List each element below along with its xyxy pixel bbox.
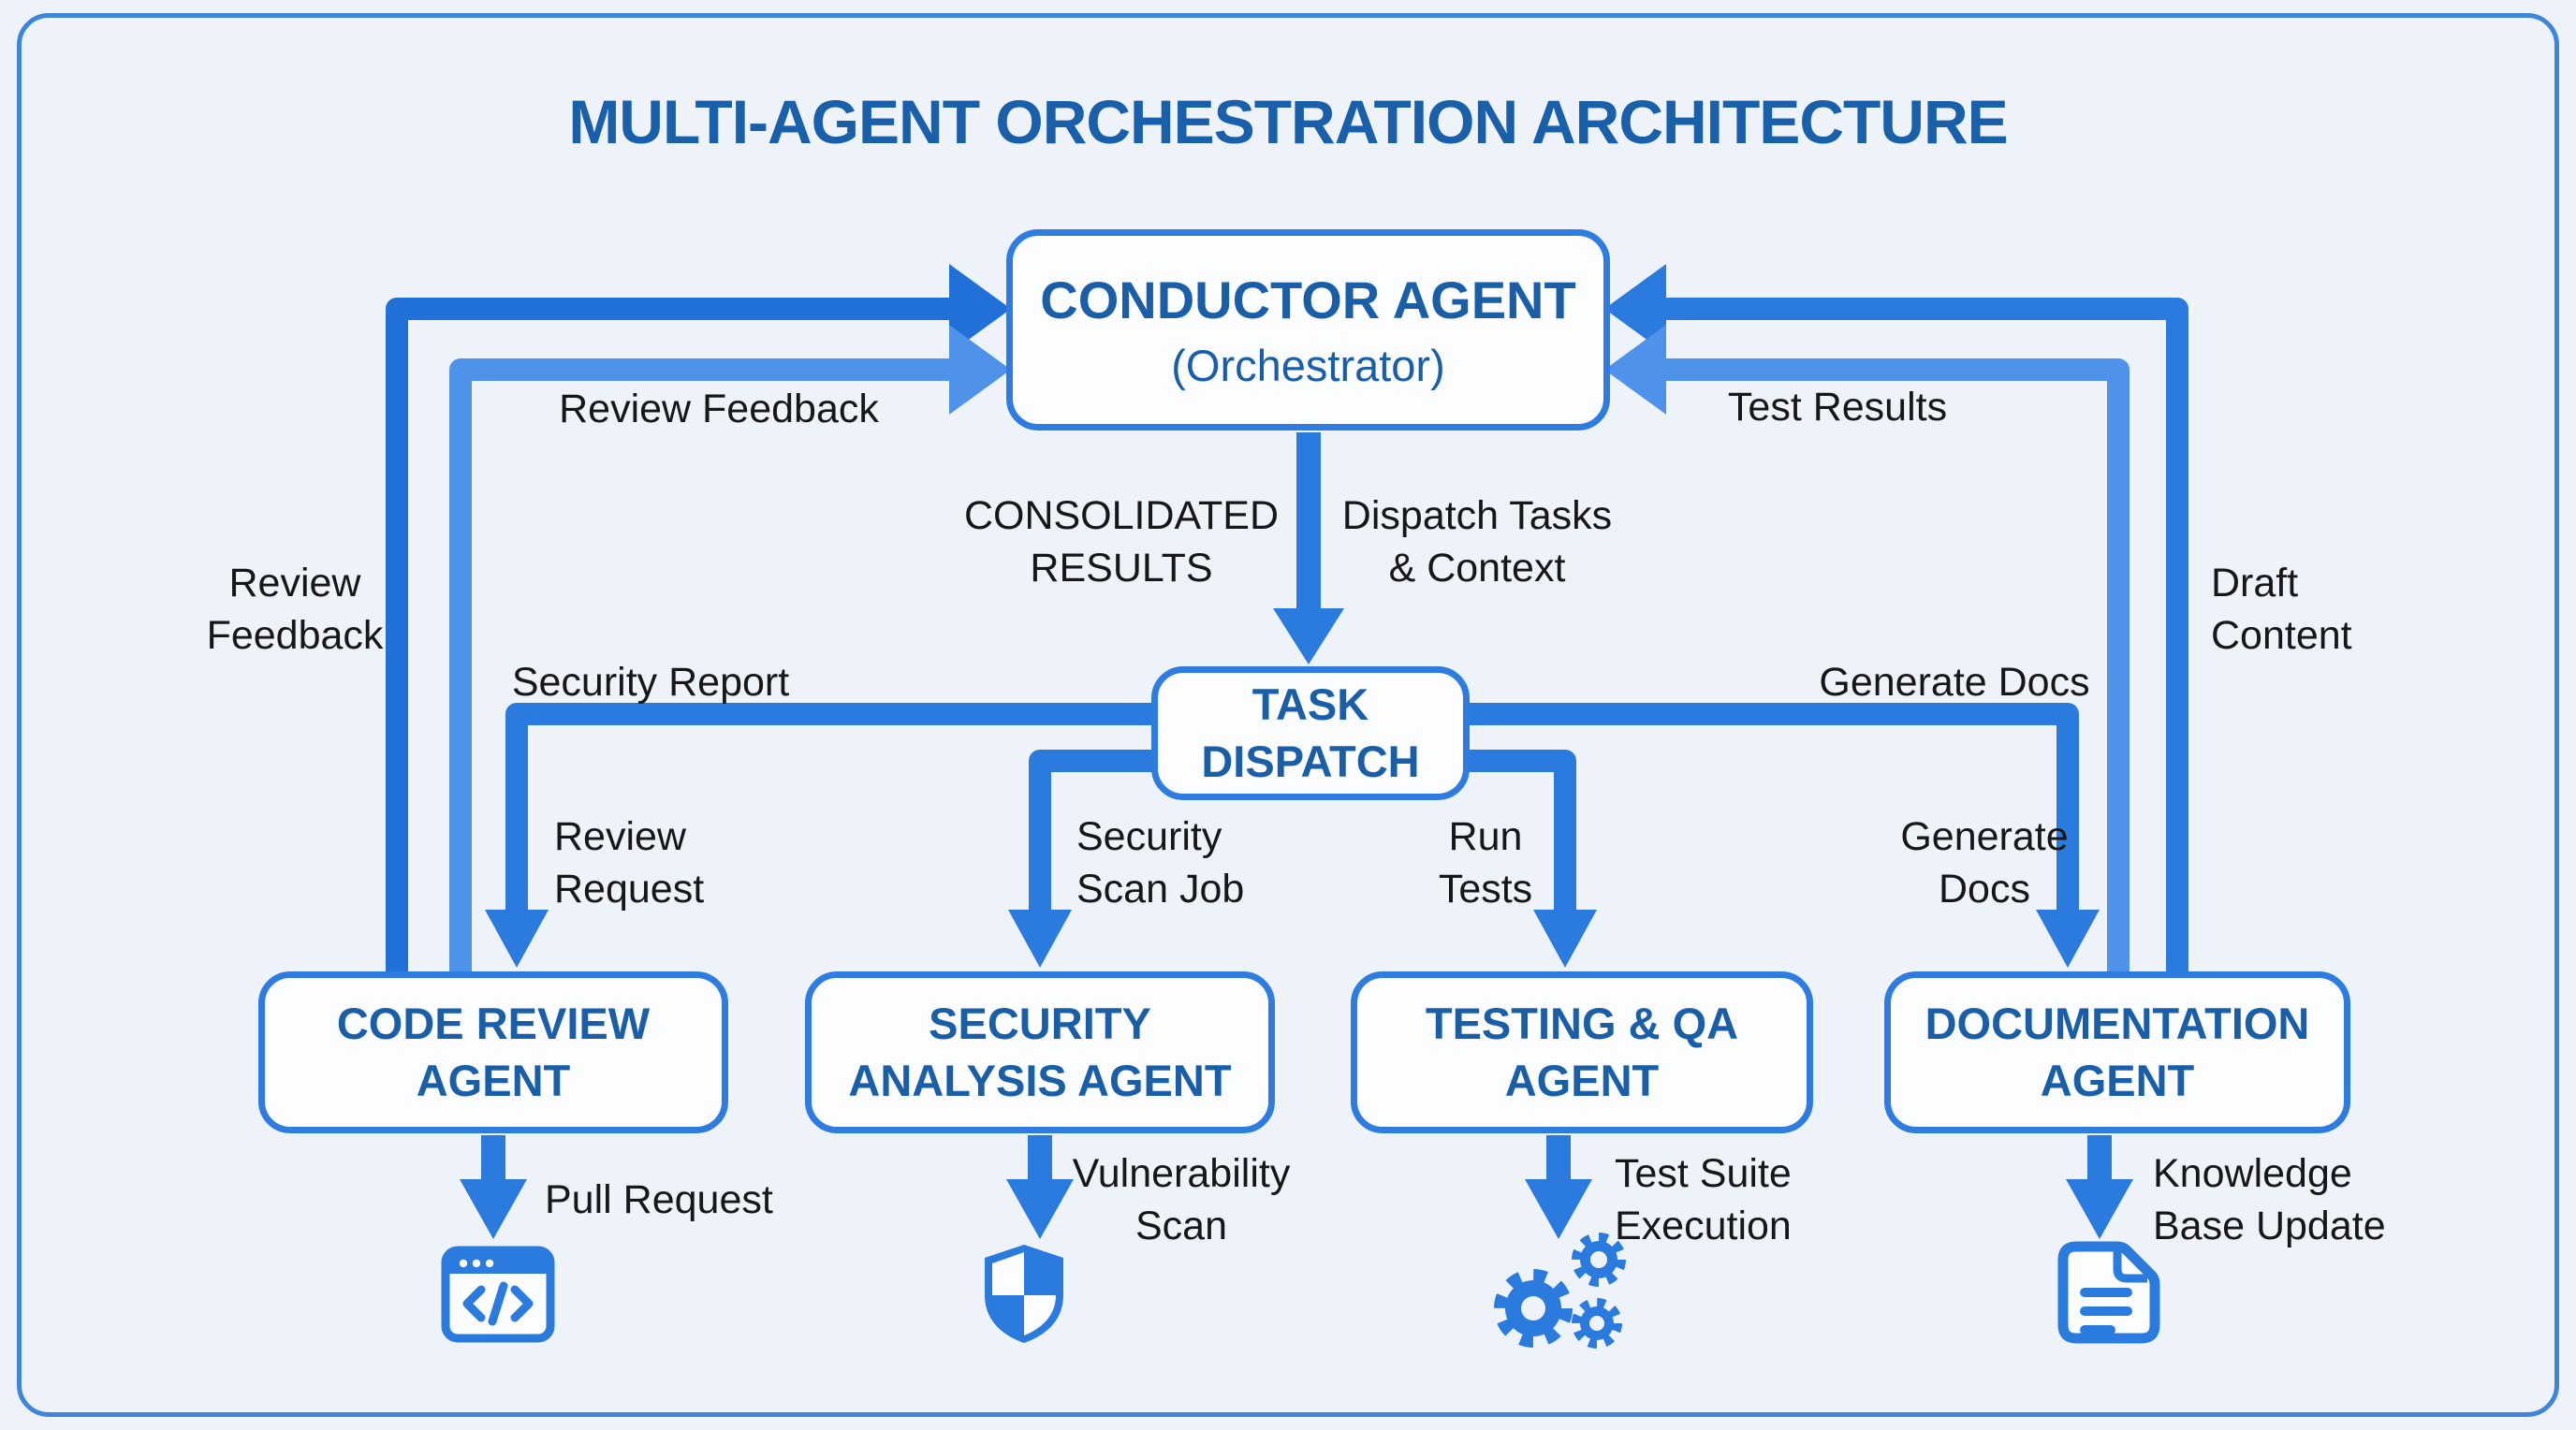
edge-generate-docs	[1468, 703, 2079, 912]
node-code-review-agent: CODE REVIEW AGENT	[258, 971, 728, 1133]
label-draft-content: Draft Content	[2211, 561, 2352, 658]
arrowhead-test-suite-execution	[1525, 1179, 1592, 1239]
conductor-agent-title: CONDUCTOR AGENT	[1040, 270, 1576, 330]
label-test-results: Test Results	[1727, 385, 1948, 430]
arrowhead-review-feedback-outer	[949, 264, 1011, 354]
shield-icon	[985, 1245, 1063, 1343]
arrowhead-vulnerability-scan	[1006, 1179, 1074, 1239]
edge-security-scan-job	[1029, 750, 1153, 912]
label-consolidated-results: CONSOLIDATED RESULTS	[963, 493, 1280, 591]
label-pull-request: Pull Request	[545, 1177, 773, 1223]
label-dispatch-tasks: Dispatch Tasks & Context	[1341, 493, 1613, 591]
documentation-agent-title: DOCUMENTATION AGENT	[1925, 999, 2310, 1105]
label-review-request: Review Request	[554, 814, 705, 912]
diagram-title: MULTI-AGENT ORCHESTRATION ARCHITECTURE	[568, 87, 2008, 156]
arrowhead-review-feedback-inner	[949, 325, 1011, 415]
testing-qa-agent-title: TESTING & QA AGENT	[1425, 999, 1739, 1105]
arrowhead-run-tests	[1533, 910, 1597, 968]
label-security-scan-job: Security Scan Job	[1076, 814, 1245, 912]
arrowhead-security-scan-job	[1008, 910, 1072, 968]
edge-review-request	[505, 703, 1153, 912]
code-window-icon	[441, 1246, 555, 1343]
label-review-feedback-side: Review Feedback	[206, 561, 384, 658]
arrowhead-pull-request	[460, 1179, 527, 1239]
document-icon	[2057, 1241, 2160, 1344]
conductor-agent-subtitle: (Orchestrator)	[1171, 340, 1445, 390]
node-testing-qa-agent: TESTING & QA AGENT	[1351, 971, 1813, 1133]
arrowhead-generate-docs	[2036, 910, 2100, 968]
task-dispatch-title: TASK DISPATCH	[1201, 679, 1420, 786]
label-test-suite-execution: Test Suite Execution	[1615, 1151, 1792, 1248]
arrowhead-test-results	[1604, 325, 1666, 415]
edge-run-tests	[1468, 750, 1576, 912]
edge-draft-content	[1664, 298, 2188, 973]
label-generate-docs-top: Generate Docs	[1819, 660, 2090, 706]
arrowhead-knowledge-base-update	[2066, 1179, 2133, 1239]
label-vulnerability-scan: Vulnerability Scan	[1072, 1151, 1291, 1248]
label-security-report: Security Report	[511, 660, 790, 706]
security-analysis-agent-title: SECURITY ANALYSIS AGENT	[848, 999, 1232, 1105]
code-review-agent-title: CODE REVIEW AGENT	[336, 999, 651, 1105]
node-security-analysis-agent: SECURITY ANALYSIS AGENT	[805, 971, 1275, 1133]
label-knowledge-base-update: Knowledge Base Update	[2153, 1151, 2386, 1248]
label-run-tests: Run Tests	[1438, 814, 1533, 912]
edge-review-feedback-inner	[449, 358, 951, 973]
node-documentation-agent: DOCUMENTATION AGENT	[1884, 971, 2350, 1133]
label-generate-docs-side: Generate Docs	[1900, 814, 2069, 912]
arrowhead-review-request	[485, 910, 549, 968]
arrowhead-dispatch-center	[1273, 608, 1344, 664]
edge-review-feedback-outer	[386, 298, 951, 973]
node-task-dispatch: TASK DISPATCH	[1151, 666, 1470, 800]
gears-icon	[1494, 1233, 1626, 1349]
node-conductor-agent: CONDUCTOR AGENT (Orchestrator)	[1006, 229, 1610, 430]
arrowhead-draft-content	[1604, 264, 1666, 354]
edge-test-results	[1664, 358, 2130, 973]
label-review-feedback-top: Review Feedback	[559, 387, 879, 432]
